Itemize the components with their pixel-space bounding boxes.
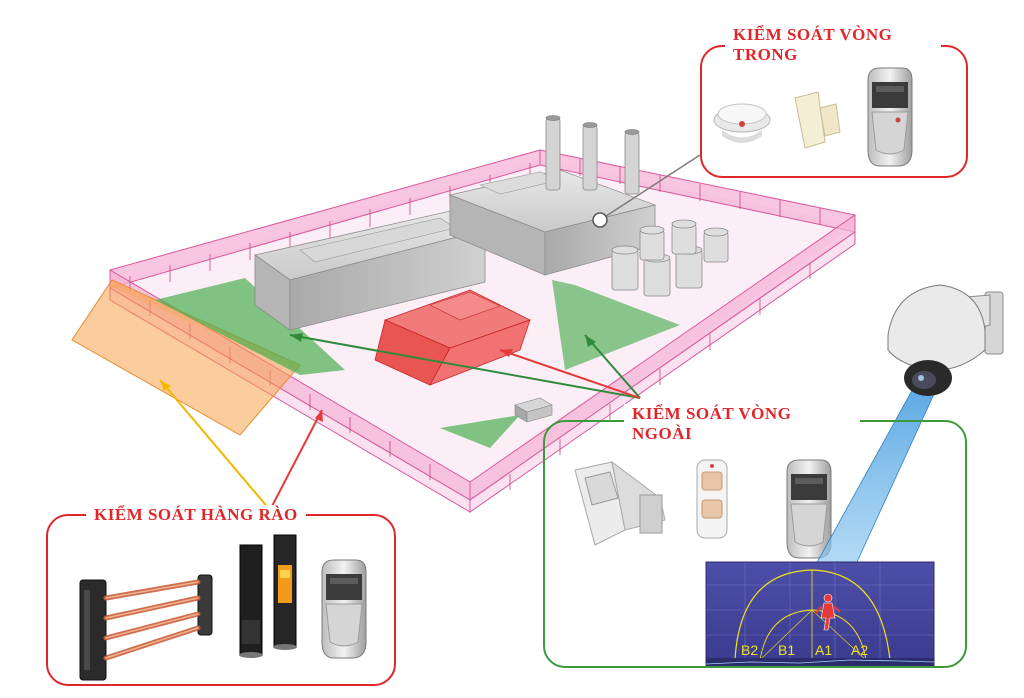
outer-control-panel: [543, 420, 967, 668]
camera-monitor-view-icon: [705, 561, 935, 667]
smoke-detector-icon: [713, 103, 771, 143]
chimneys: [545, 115, 640, 195]
outdoor-zone-gate: [440, 415, 520, 448]
dual-pir-detector-icon: [696, 459, 728, 539]
storage-tanks: [611, 219, 729, 297]
zone-label-b1: B1: [778, 642, 796, 658]
zone-label-a2: A2: [851, 642, 869, 658]
inner-control-title-line2: TRONG: [733, 45, 798, 64]
inner-control-title: KIỂM SOÁT VÒNG TRONG: [725, 25, 941, 65]
fence-posts: [129, 159, 821, 490]
door-contact-icon: [794, 91, 841, 149]
outdoor-zone-center: [552, 280, 680, 370]
infrared-beam-icon: [79, 574, 213, 681]
outer-control-title: KIỂM SOÁT VÒNG NGOÀI: [624, 404, 860, 444]
outer-control-title-line2: NGOÀI: [632, 424, 693, 443]
guard-house: [514, 397, 553, 423]
ptz-camera-icon: [887, 284, 1004, 396]
intruder-figure: [814, 593, 841, 631]
fence-control-title: KIỂM SOÁT HÀNG RÀO: [86, 505, 306, 525]
pointer-lines: [159, 154, 701, 511]
fence-control-panel: [46, 514, 396, 686]
inner-control-title-line1: KIỂM SOÁT VÒNG: [733, 25, 893, 44]
outdoor-pir-detector-icon: [574, 460, 666, 546]
pir-detector-icon: [321, 559, 367, 659]
beam-tower-icon: [239, 534, 297, 658]
perimeter-fence: [109, 149, 856, 513]
outdoor-zone-left: [155, 278, 345, 375]
outer-control-title-line1: KIỂM SOÁT VÒNG: [632, 404, 792, 423]
zone-label-a1: A1: [815, 642, 833, 658]
zone-label-b2: B2: [741, 642, 759, 658]
pir-detector-icon: [867, 67, 913, 167]
protected-building-red: [374, 289, 532, 386]
